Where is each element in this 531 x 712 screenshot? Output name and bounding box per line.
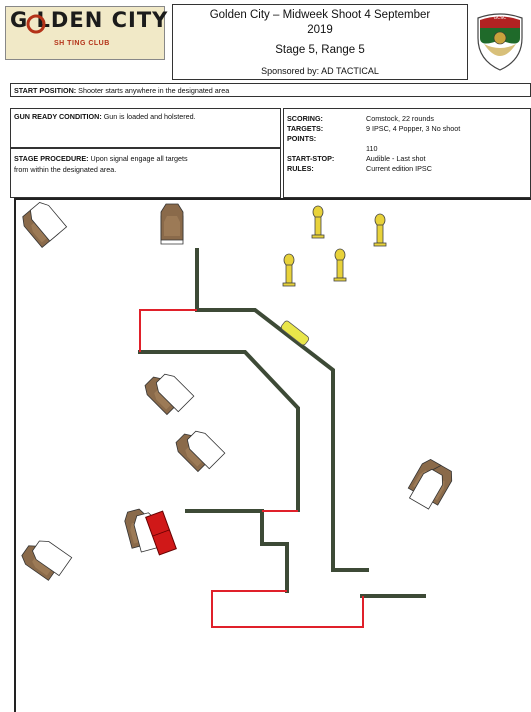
fault-line-lower: [211, 590, 364, 628]
ipsc-target-pair-topleft: [18, 198, 67, 248]
gun-ready-box: GUN READY CONDITION: Gun is loaded and h…: [10, 108, 281, 148]
popper-2: [373, 213, 387, 247]
rules-value: Current edition IPSC: [366, 164, 432, 173]
svg-text:GCSC: GCSC: [494, 15, 507, 21]
logo-text: G LDEN CITY: [10, 8, 169, 32]
details-box: SCORING: Comstock, 22 rounds TARGETS: 9 …: [283, 108, 531, 198]
targets-label: TARGETS:: [287, 124, 324, 133]
start-position-label: START POSITION:: [14, 86, 77, 95]
event-year: 2019: [307, 24, 333, 36]
club-logo: [5, 6, 165, 60]
ipsc-target-bottomleft: [18, 536, 73, 581]
club-crest-icon: GCSC: [477, 13, 523, 71]
stage-diagram-area: [14, 198, 531, 712]
popper-1: [311, 205, 325, 239]
popper-4: [333, 248, 347, 282]
gun-ready-text: Gun is loaded and holstered.: [103, 112, 196, 121]
walls: [138, 248, 426, 598]
stage-title: Stage 5, Range 5: [275, 44, 365, 56]
rules-label: RULES:: [287, 164, 314, 173]
start-position-text: Shooter starts anywhere in the designate…: [78, 86, 230, 95]
wall-lower-left: [185, 509, 289, 593]
event-title: Golden City – Midweek Shoot 4 September: [209, 9, 431, 21]
wall-right-long: [195, 248, 369, 572]
stage-procedure-line2: from within the designated area.: [14, 165, 117, 174]
ipsc-target-mid1: [140, 370, 195, 416]
scoring-label: SCORING:: [287, 114, 323, 123]
start-box: [145, 510, 177, 556]
targets: [18, 198, 457, 581]
fault-lines: [139, 309, 364, 628]
wall-center-diagonal: [138, 350, 300, 512]
barrel-obstacle: [280, 320, 310, 346]
ipsc-target-top: [160, 203, 184, 245]
stage-procedure-line1: Upon signal engage all targets: [90, 154, 188, 163]
poppers: [282, 205, 387, 287]
points-label: POINTS:: [287, 134, 317, 143]
stage-procedure-box: STAGE PROCEDURE: Upon signal engage all …: [10, 148, 281, 198]
scoring-value: Comstock, 22 rounds: [366, 114, 434, 123]
stage-header: Golden City – Midweek Shoot 4 September …: [172, 4, 468, 80]
start-stop-label: START-STOP:: [287, 154, 335, 163]
bullet-o-icon: [26, 14, 46, 34]
popper-3: [282, 253, 296, 287]
gun-ready-label: GUN READY CONDITION:: [14, 112, 102, 121]
points-value: 110: [366, 144, 378, 153]
fault-line-upper: [139, 309, 197, 352]
start-position-row: START POSITION: Shooter starts anywhere …: [10, 83, 531, 97]
ipsc-target-mid2: [171, 427, 226, 473]
stage-procedure-label: STAGE PROCEDURE:: [14, 154, 89, 163]
logo-subtitle: SH TING CLUB: [54, 40, 110, 47]
ipsc-target-right-pair: [407, 456, 457, 510]
targets-value: 9 IPSC, 4 Popper, 3 No shoot: [366, 124, 461, 133]
sponsor-text: Sponsored by: AD TACTICAL: [261, 66, 379, 76]
start-stop-value: Audible - Last shot: [366, 154, 426, 163]
